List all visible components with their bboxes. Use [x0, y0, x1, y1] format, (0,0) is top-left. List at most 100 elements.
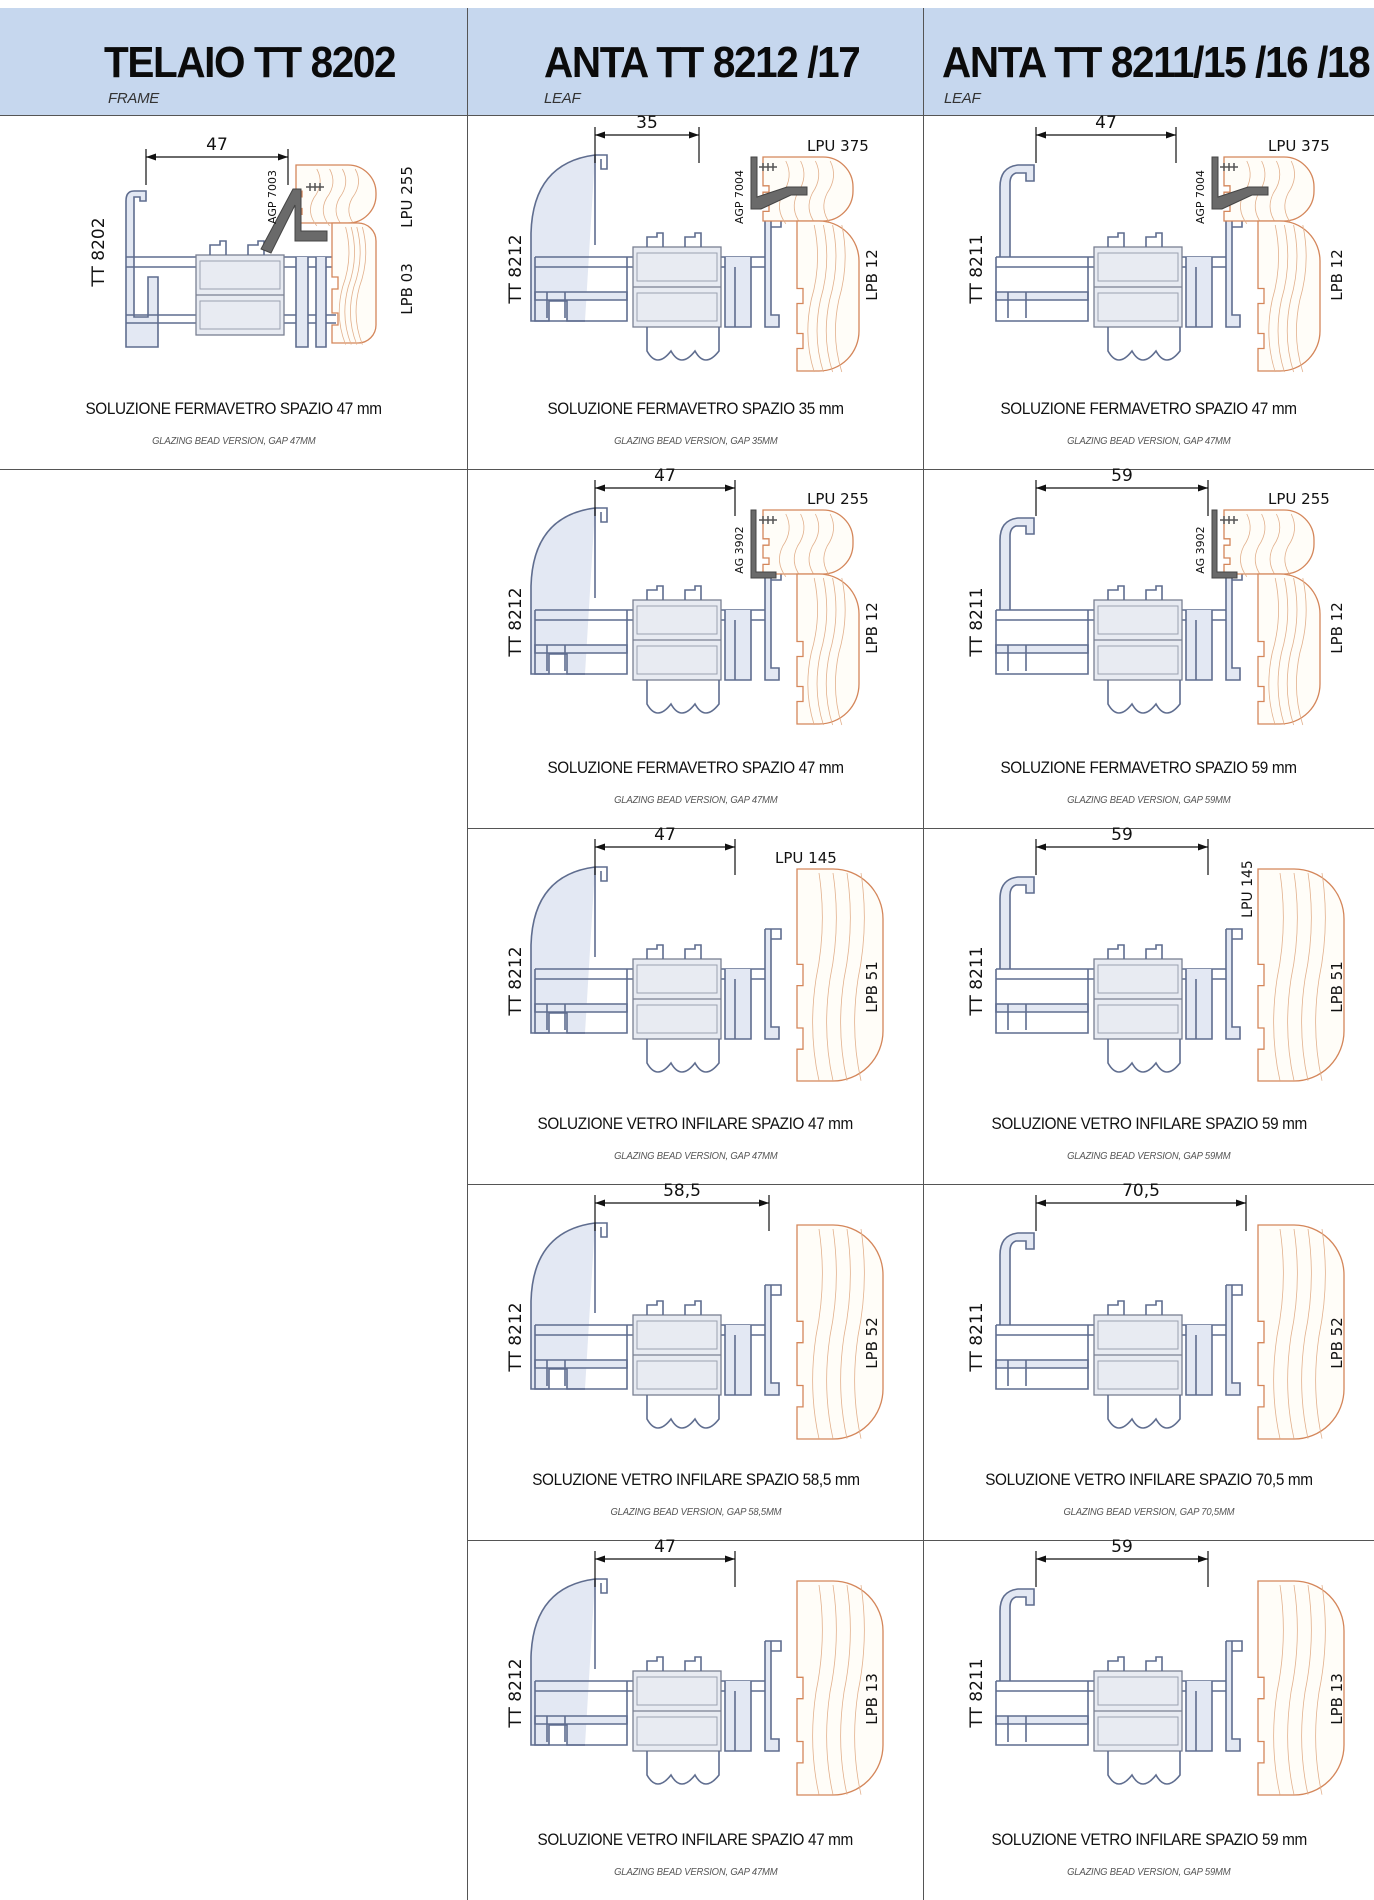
- sash-right-profile: [724, 929, 780, 1040]
- sash-straight-profile: [999, 1588, 1035, 1681]
- sash-right-profile: [724, 1285, 780, 1396]
- profile-code-label: TT 8211: [967, 1658, 987, 1728]
- caption-english: GLAZING BEAD VERSION, GAP 35MM: [613, 435, 778, 447]
- solution-caption: SOLUZIONE VETRO INFILARE SPAZIO 70,5 mm: [924, 1470, 1374, 1490]
- caption-english: GLAZING BEAD VERSION, GAP 59MM: [1067, 1150, 1231, 1162]
- dimension-value: 59: [1111, 1537, 1133, 1557]
- catalog-sheet: TELAIO TT 8202 FRAME ANTA TT 8212 /17 LE…: [0, 8, 1374, 1900]
- section-drawing: TT 8211 LPB 52 70,5: [967, 1181, 1346, 1440]
- header-subtitle: FRAME: [108, 90, 160, 107]
- caption-english: GLAZING BEAD VERSION, GAP 58,5MM: [610, 1506, 781, 1518]
- caption-english: GLAZING BEAD VERSION, GAP 47MM: [613, 1150, 778, 1162]
- row-divider: [467, 1540, 1374, 1541]
- wood-upper-bead-holder: [1223, 509, 1315, 575]
- sash-right-profile: [1185, 929, 1241, 1040]
- upper-wood-label: LPU 145: [1240, 860, 1256, 918]
- sash-right-profile: [724, 1641, 780, 1752]
- bead-code-label: AGP 7004: [1194, 170, 1207, 224]
- sash-right-profile: [1185, 570, 1241, 681]
- solution-caption-english: GLAZING BEAD VERSION, GAP 47MM: [468, 790, 923, 808]
- caption-english: GLAZING BEAD VERSION, GAP 47MM: [613, 794, 778, 806]
- wood-lower-cover: [796, 573, 860, 725]
- sash-curved-profile: [530, 1222, 596, 1390]
- sash-straight-profile: [999, 876, 1035, 969]
- lower-chamber: [1107, 1395, 1181, 1429]
- profile-code-label: TT 8202: [89, 217, 109, 287]
- frame-outer-profile: [125, 190, 159, 348]
- upper-wood-label: LPU 255: [1268, 490, 1330, 508]
- lower-wood-label: LPB 03: [398, 263, 416, 315]
- solution-caption: SOLUZIONE FERMAVETRO SPAZIO 47 mm: [468, 758, 923, 778]
- solution-caption-english: GLAZING BEAD VERSION, GAP 59MM: [924, 1862, 1374, 1880]
- lower-wood-label: LPB 12: [863, 602, 881, 654]
- caption-english: GLAZING BEAD VERSION, GAP 70,5MM: [1063, 1506, 1235, 1518]
- sash-right-profile: [1185, 217, 1241, 328]
- wood-cover: [1257, 868, 1345, 1082]
- solution-caption: SOLUZIONE FERMAVETRO SPAZIO 47 mm: [924, 399, 1374, 419]
- caption-italian: SOLUZIONE FERMAVETRO SPAZIO 47 mm: [547, 758, 844, 777]
- upper-wood-label: LPU 255: [807, 490, 869, 508]
- profile-code-label: TT 8212: [506, 1658, 526, 1728]
- profile-code-label: TT 8212: [506, 234, 526, 304]
- bead-code-label: AGP 7003: [266, 170, 279, 224]
- upper-wood-label: LPU 375: [1268, 137, 1330, 155]
- caption-english: GLAZING BEAD VERSION, GAP 59MM: [1067, 794, 1231, 806]
- lower-wood-label: LPB 12: [863, 249, 881, 301]
- solution-caption-english: GLAZING BEAD VERSION, GAP 58,5MM: [468, 1502, 923, 1520]
- caption-english: GLAZING BEAD VERSION, GAP 59MM: [1067, 1866, 1231, 1878]
- lower-wood-label: LPB 12: [1328, 602, 1346, 654]
- glazing-bead: [750, 509, 777, 579]
- bead-code-label: AGP 7004: [733, 170, 746, 224]
- dimension-value: 59: [1111, 466, 1133, 486]
- lower-wood-label: LPB 12: [1328, 249, 1346, 301]
- profile-code-label: TT 8211: [967, 1302, 987, 1372]
- lower-wood-label: LPB 51: [863, 961, 881, 1013]
- row-divider: [467, 469, 1374, 470]
- solution-caption-english: GLAZING BEAD VERSION, GAP 35MM: [468, 431, 923, 449]
- profile-code-label: TT 8212: [506, 1302, 526, 1372]
- header-title: ANTA TT 8211/15 /16 /18: [942, 38, 1371, 87]
- lower-chamber: [1107, 1751, 1181, 1785]
- sash-right-profile: [724, 217, 780, 328]
- solution-caption-english: GLAZING BEAD VERSION, GAP 47MM: [0, 431, 467, 449]
- glazing-bead: [1211, 156, 1269, 210]
- wood-upper-bead-holder: [762, 509, 854, 575]
- wood-cover: [796, 1224, 884, 1440]
- profile-drawing: TT 8211 LPB 52 70,5: [967, 1181, 1346, 1440]
- caption-italian: SOLUZIONE VETRO INFILARE SPAZIO 58,5 mm: [531, 1470, 860, 1489]
- wood-lower-cover: [1257, 573, 1321, 725]
- header-title: TELAIO TT 8202: [104, 38, 396, 87]
- solution-caption-english: GLAZING BEAD VERSION, GAP 47MM: [924, 431, 1374, 449]
- profile-code-label: TT 8211: [967, 946, 987, 1016]
- upper-wood-label: LPU 255: [398, 166, 416, 228]
- solution-caption-english: GLAZING BEAD VERSION, GAP 47MM: [468, 1862, 923, 1880]
- solution-caption-english: GLAZING BEAD VERSION, GAP 59MM: [924, 1146, 1374, 1164]
- row-divider: [0, 469, 923, 470]
- wood-upper-bead-holder: [295, 164, 377, 224]
- profile-code-label: TT 8211: [967, 234, 987, 304]
- sash-straight-profile: [999, 1232, 1035, 1325]
- dimension-value: 47: [654, 825, 676, 845]
- bead-code-label: AG 3902: [733, 526, 746, 573]
- solution-caption: SOLUZIONE VETRO INFILARE SPAZIO 59 mm: [924, 1114, 1374, 1134]
- lower-wood-label: LPB 52: [1328, 1317, 1346, 1369]
- glazing-bead: [1211, 509, 1238, 579]
- glazing-bead: [750, 156, 808, 210]
- wood-cover: [796, 868, 884, 1082]
- dimension-value: 70,5: [1122, 1181, 1160, 1201]
